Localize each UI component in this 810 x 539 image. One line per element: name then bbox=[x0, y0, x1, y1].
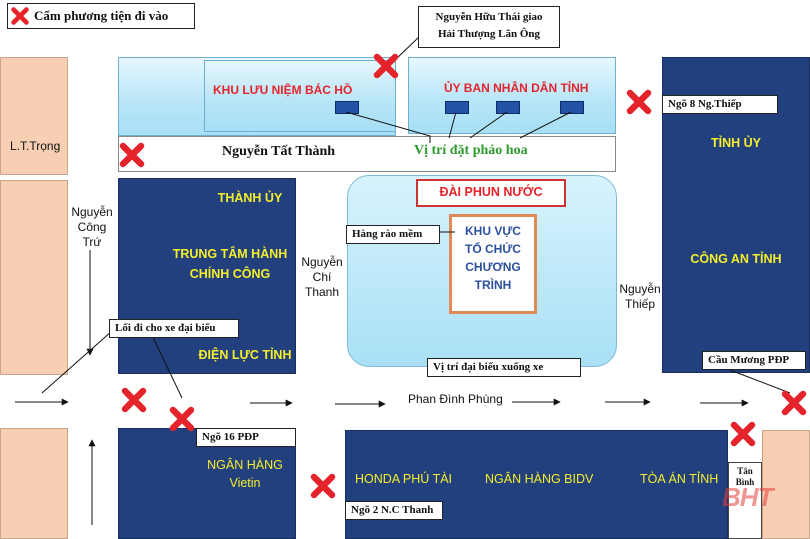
street-ly-tu-trong: L.T.Trọng bbox=[10, 139, 61, 153]
nguyen-tat-thanh-strip bbox=[118, 136, 616, 172]
label-toa-an: TÒA ÁN TỈNH bbox=[640, 472, 719, 486]
no-entry-x-icon-cau-muong bbox=[781, 390, 807, 416]
label-ubnd: ỦY BAN NHÂN DÂN TỈNH bbox=[444, 81, 589, 95]
annotation-hang-rao: Hàng rào mềm bbox=[346, 225, 440, 244]
firework-pointer-lines bbox=[345, 111, 572, 143]
firework-marker-2 bbox=[445, 101, 469, 114]
traffic-arrows bbox=[15, 250, 749, 525]
annotation-ngo-8: Ngõ 8 Ng.Thiếp bbox=[662, 95, 778, 114]
legend-box bbox=[7, 3, 195, 29]
no-entry-x-icon-ly-tu-trong bbox=[119, 142, 145, 168]
label-bidv: NGÂN HÀNG BIDV bbox=[485, 472, 594, 486]
no-entry-x-icon-tan-binh bbox=[730, 421, 756, 447]
label-trung-tam: TRUNG TÂM HÀNH CHÍNH CÔNG bbox=[172, 247, 288, 281]
annotation-loi-di: Lối đi cho xe đại biểu bbox=[109, 319, 239, 338]
street-nguyen-chi-thanh: Nguyễn Chí Thanh bbox=[301, 255, 343, 299]
label-tinh-uy: TỈNH ỦY bbox=[711, 136, 761, 150]
label-dien-luc: ĐIỆN LỰC TỈNH bbox=[198, 348, 292, 362]
annotation-giao-hai-thuong: Nguyễn Hữu Thái giao Hải Thượng Lãn Ông bbox=[418, 6, 560, 48]
label-khu-luu-niem: KHU LƯU NIỆM BÁC HỒ bbox=[213, 83, 353, 97]
no-entry-x-icon-ngo-2 bbox=[310, 473, 336, 499]
khu-luu-niem-building bbox=[204, 60, 396, 132]
annotation-ngo-16: Ngõ 16 PĐP bbox=[196, 428, 296, 447]
watermark-logo: BHT bbox=[722, 482, 773, 512]
block-left-top bbox=[0, 57, 68, 175]
firework-marker-1 bbox=[335, 101, 359, 114]
legend-label: Cấm phương tiện đi vào bbox=[34, 8, 169, 23]
label-phao-hoa: Vị trí đặt pháo hoa bbox=[414, 143, 528, 158]
street-phan-dinh-phung: Phan Đình Phùng bbox=[408, 392, 503, 406]
annotation-ngo-2: Ngõ 2 N.C Thanh bbox=[345, 501, 443, 520]
khu-vuc-box bbox=[449, 214, 537, 314]
khu-vuc-label: KHU VỰC TỔ CHỨC CHƯƠNG TRÌNH bbox=[465, 224, 521, 292]
label-vietin: NGÂN HÀNG Vietin bbox=[207, 458, 283, 490]
label-honda: HONDA PHÚ TÀI bbox=[355, 472, 453, 486]
no-entry-x-icon-cong-tru bbox=[121, 387, 147, 413]
annotation-cau-muong: Cầu Mương PĐP bbox=[702, 351, 806, 370]
no-entry-x-icon-hai-thuong bbox=[373, 53, 399, 79]
dai-phun-nuoc-label: ĐÀI PHUN NƯỚC bbox=[439, 185, 543, 199]
no-entry-x-icon-ngo-16 bbox=[169, 406, 195, 432]
firework-marker-3 bbox=[496, 101, 520, 114]
honda-bidv-toa-an-building bbox=[345, 430, 728, 539]
street-nguyen-thiep: Nguyễn Thiếp bbox=[619, 282, 661, 311]
block-left-middle bbox=[0, 180, 68, 375]
street-nguyen-tat-thanh: Nguyễn Tất Thành bbox=[222, 144, 336, 159]
dai-phun-nuoc-box bbox=[416, 179, 566, 207]
street-nguyen-cong-tru: Nguyễn Công Trứ bbox=[71, 205, 113, 249]
label-cong-an: CÔNG AN TỈNH bbox=[690, 252, 782, 266]
firework-marker-4 bbox=[560, 101, 584, 114]
annotation-vi-tri-dai-bieu: Vị trí đại biểu xuống xe bbox=[427, 358, 581, 377]
no-entry-x-icon-ngo-8 bbox=[626, 89, 652, 115]
thanh-uy-building bbox=[118, 178, 296, 374]
ubnd-building bbox=[408, 57, 616, 134]
label-thanh-uy: THÀNH ỦY bbox=[217, 191, 283, 205]
legend-red-x-icon bbox=[11, 7, 29, 25]
tan-binh-block bbox=[728, 462, 762, 539]
annotation-pointer-lines bbox=[41, 35, 791, 399]
label-tan-binh: Tân Bình bbox=[735, 466, 755, 487]
